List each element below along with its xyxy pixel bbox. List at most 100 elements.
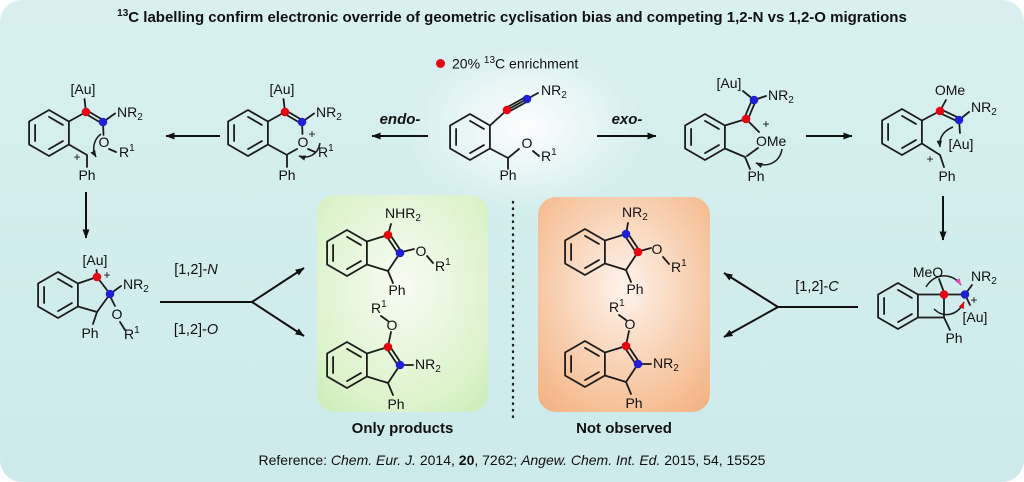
ph-label: Ph [388, 282, 405, 298]
title-text: C labelling confirm electronic override … [128, 9, 907, 26]
o-label: O [416, 243, 427, 259]
blue-13c-dot [98, 117, 108, 127]
ph-label: Ph [499, 167, 516, 183]
blue-13c-dot [633, 359, 643, 369]
structure-gold-carbene: [Au] + NR2 O R1 Ph [37, 252, 149, 342]
endo-pathway-label: endo- [379, 111, 421, 128]
au-label: [Au] [83, 252, 108, 268]
r1-label: R1 [435, 257, 451, 274]
exo-pathway-label: exo- [611, 111, 643, 128]
migration-label-12C: [1,2]-C [795, 279, 839, 295]
structure-product-1: NHR2 O R1 Ph [326, 205, 451, 298]
red-13c-dot [502, 105, 512, 115]
red-13c-dot [383, 230, 393, 240]
r1-label: R1 [318, 143, 334, 160]
structure-ring-opened-cation-right: OMe NR2 [Au] + Ph [881, 82, 997, 184]
ph-label: Ph [278, 167, 295, 183]
migration-label-12N: [1,2]-N [174, 262, 218, 278]
r1-label: R1 [124, 325, 140, 342]
au-label: [Au] [949, 136, 974, 152]
au-label: [Au] [963, 309, 988, 325]
structure-not-observed-1: NR2 O R1 Ph [564, 204, 687, 297]
blue-13c-dot [395, 360, 405, 370]
o-label: O [112, 306, 123, 322]
o-label: O [625, 316, 636, 332]
ome-label: OMe [935, 82, 966, 98]
curved-arrow [755, 148, 783, 169]
plus-charge: + [970, 293, 977, 307]
title-isotope-sup: 13 [117, 8, 129, 19]
ph-label: Ph [626, 281, 643, 297]
ph-label: Ph [81, 325, 98, 341]
blue-13c-dot [395, 248, 405, 258]
structure-exo-intermediate: [Au] NR2 + OMe Ph [684, 75, 794, 184]
plus-charge: + [308, 127, 315, 141]
ph-label: Ph [78, 167, 95, 183]
r1-label: R1 [541, 147, 557, 164]
structure-ring-opened-cation-left: [Au] NR2 O R1 + Ph [28, 81, 143, 183]
branch-arrow-12N [251, 267, 305, 303]
ome-label: OMe [756, 133, 787, 149]
o-label: O [99, 134, 110, 150]
branch-arrow-12C-bottom [723, 306, 779, 338]
ph-label: Ph [625, 395, 642, 411]
nr2-label: NR2 [415, 356, 441, 375]
plus-charge: + [926, 152, 933, 166]
curved-arrow [298, 142, 321, 161]
r1-label: R1 [671, 258, 687, 275]
au-label: [Au] [270, 81, 295, 97]
only-products-caption: Only products [351, 420, 454, 437]
red-curved-arrow [933, 301, 965, 316]
structure-product-2: R1 O NR2 Ph [326, 299, 441, 412]
not-observed-caption: Not observed [576, 420, 672, 437]
red-13c-dot [280, 107, 290, 117]
nr2-label: NR2 [622, 204, 648, 223]
red-13c-dot [383, 342, 393, 352]
curved-arrow [936, 126, 954, 148]
structure-endo-intermediate: [Au] NR2 O + R1 Ph [227, 81, 342, 183]
r1-label: R1 [609, 298, 625, 315]
au-label: [Au] [71, 81, 96, 97]
scheme-title: 13C labelling confirm electronic overrid… [0, 8, 1024, 26]
blue-13c-dot [621, 229, 631, 239]
structure-substrate: NR2 O R1 Ph [449, 82, 567, 183]
blue-13c-dot [749, 95, 759, 105]
reaction-arrows [82, 132, 947, 422]
au-label: [Au] [717, 75, 742, 91]
ph-label: Ph [945, 330, 962, 346]
structure-benzocyclobutene: MeO NR2 + [Au] Ph [877, 264, 997, 346]
o-label: O [298, 134, 309, 150]
nr2-label: NR2 [117, 104, 143, 123]
nr2-label: NR2 [653, 355, 679, 374]
magenta-curved-arrow [925, 275, 962, 288]
branch-arrow-12O [251, 301, 305, 337]
structure-not-observed-2: R1 O NR2 Ph [564, 298, 679, 411]
red-13c-dot [92, 272, 102, 282]
red-13c-dot [741, 114, 751, 124]
r1-label: R1 [119, 143, 135, 160]
reference-line: Reference: Chem. Eur. J. 2014, 20, 7262;… [258, 452, 766, 468]
plus-charge: + [103, 268, 110, 282]
isotope-legend: 20% 13C enrichment [436, 55, 578, 72]
ph-label: Ph [938, 168, 955, 184]
blue-13c-dot [960, 290, 970, 299]
blue-13c-dot [105, 289, 115, 299]
blue-13c-dot [297, 117, 307, 127]
ph-label: Ph [387, 396, 404, 412]
plus-charge: + [762, 117, 769, 131]
red-13c-dot-legend [436, 58, 445, 68]
legend-text: 20% 13C enrichment [452, 55, 579, 72]
blue-13c-dot [954, 115, 964, 125]
ph-label: Ph [747, 168, 764, 184]
r1-label: R1 [371, 299, 387, 316]
red-13c-dot [939, 290, 949, 299]
meo-label: MeO [913, 264, 943, 280]
plus-charge: + [73, 150, 80, 164]
nr2-label: NR2 [316, 104, 342, 123]
o-label: O [652, 241, 663, 257]
white-glow [405, 42, 645, 212]
nr2-label: NR2 [768, 87, 794, 106]
blue-13c-dot [522, 94, 532, 104]
